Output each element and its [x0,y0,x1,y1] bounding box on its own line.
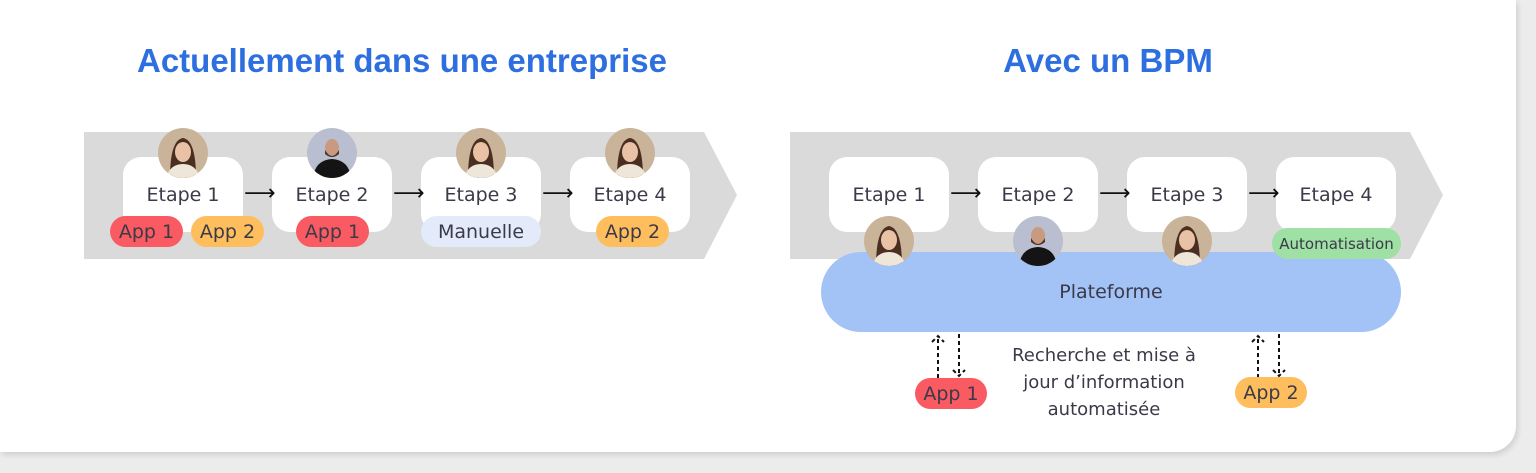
note-line: automatisée [1047,399,1161,420]
automation-note: Recherche et mise à jour d’information a… [994,342,1214,423]
platform: Plateforme [821,252,1401,332]
avatar-man [307,128,357,178]
arrow-right-icon: ⟶ [542,181,574,206]
avatar-woman [605,128,655,178]
note-line: Recherche et mise à [1012,345,1196,366]
right-step-4: Etape 4 [1276,157,1396,232]
tag-app1: App 1 [915,378,987,409]
avatar-woman [1162,216,1212,266]
tag-app1: App 1 [110,216,183,247]
arrow-right-icon: ⟶ [1248,181,1280,206]
sync-arrows-icon [1251,334,1286,378]
arrow-right-icon: ⟶ [393,181,425,206]
arrow-right-icon: ⟶ [244,181,276,206]
right-step-2: Etape 2 [978,157,1098,232]
tag-automation: Automatisation [1272,228,1401,259]
tag-app2: App 2 [1235,377,1307,408]
right-title: Avec un BPM [1003,42,1213,79]
avatar-woman [456,128,506,178]
arrow-right-icon: ⟶ [1099,181,1131,206]
sync-arrows-icon [931,334,966,378]
tag-manual: Manuelle [421,216,541,247]
avatar-woman [864,216,914,266]
left-title: Actuellement dans une entreprise [137,42,667,79]
tag-app2: App 2 [191,216,264,247]
note-line: jour d’information [1023,372,1185,393]
tag-app2: App 2 [596,216,669,247]
arrow-right-icon: ⟶ [950,181,982,206]
avatar-woman [158,128,208,178]
avatar-man [1013,216,1063,266]
tag-app1: App 1 [296,216,369,247]
